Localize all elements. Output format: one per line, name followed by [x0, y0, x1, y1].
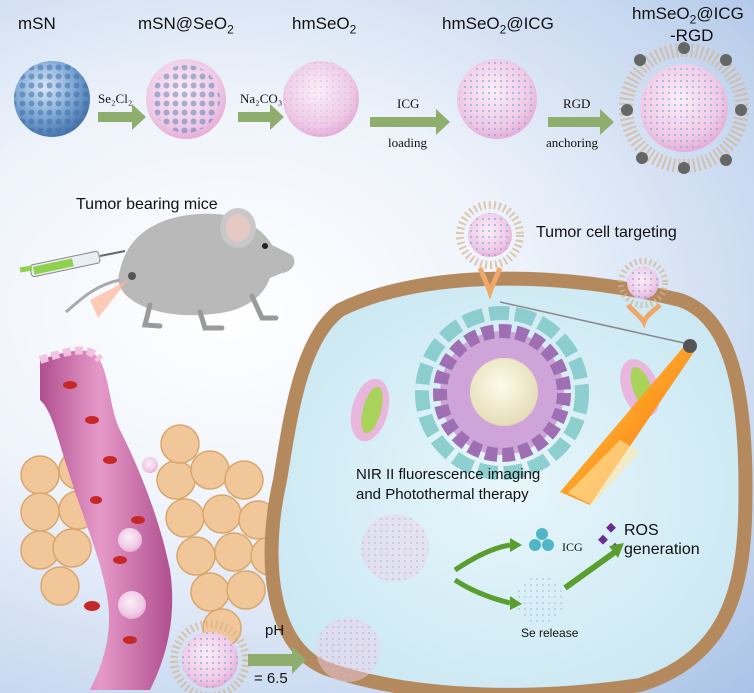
- process-arrows: [98, 104, 614, 135]
- injection-glow: [90, 280, 128, 318]
- cell-targeting-label: Tumor cell targeting: [536, 224, 677, 241]
- blood-vessel: [38, 346, 173, 690]
- label-hmseo2-icg-rgd: hmSeO2@ICG: [632, 4, 744, 27]
- step3-label-a: ICG: [397, 96, 420, 111]
- arrow-step4: [548, 109, 614, 135]
- step4-label-b: anchoring: [546, 135, 598, 150]
- nir-label-line2: and Photothermal therapy: [356, 486, 529, 503]
- step2-label: Na₂CO₃: [240, 91, 283, 106]
- ph-label-line2: = 6.5: [254, 670, 288, 687]
- label-hmseo2-icg: hmSeO2@ICG: [442, 14, 554, 37]
- icg-molecules: [529, 528, 554, 551]
- arrow-step2: [238, 104, 284, 130]
- label-msn: mSN: [18, 14, 56, 33]
- tumor-mice-label: Tumor bearing mice: [76, 196, 218, 213]
- release-arrowheads: [510, 538, 624, 610]
- nucleus: [415, 306, 589, 480]
- release-arrows: [453, 542, 617, 606]
- hmseo2-icg-rgd-particle: [619, 42, 749, 174]
- icg-label: ICG: [562, 540, 583, 554]
- particle-cloud-extracellular: [316, 618, 380, 682]
- step4-label-a: RGD: [563, 96, 591, 111]
- label-msn-seo2: mSN@SeO2: [138, 14, 234, 37]
- arrow-step3: [370, 109, 450, 135]
- step1-label: Se₂Cl₂: [98, 91, 133, 106]
- ros-label-line1: ROS: [624, 522, 659, 539]
- targeting-particle-1: [456, 201, 524, 300]
- ph-label-line1: pH: [265, 622, 285, 639]
- label-rgd-suffix: -RGD: [670, 26, 714, 45]
- circulating-particle: [170, 620, 250, 693]
- arrow-step1: [98, 104, 146, 130]
- label-hmseo2: hmSeO2: [292, 14, 357, 37]
- msn-seo2-particle: [146, 59, 226, 139]
- se-release-label: Se release: [521, 626, 579, 640]
- se-release-cloud: [516, 576, 564, 624]
- laser-beam: [499, 301, 697, 505]
- ros-label-line2: generation: [624, 541, 700, 558]
- hmseo2-icg-particle: [457, 59, 537, 139]
- ph-arrow: [248, 646, 306, 674]
- nir-label-line1: NIR II fluorescence imaging: [356, 466, 541, 483]
- hmseo2-particle: [283, 61, 359, 137]
- msn-particle: [14, 61, 90, 137]
- mouse-illustration: [65, 208, 295, 331]
- particle-cloud-cell: [361, 514, 429, 582]
- syringe-illustration: [19, 250, 126, 278]
- targeting-particle-2: [618, 258, 668, 329]
- step3-label-b: loading: [388, 135, 427, 150]
